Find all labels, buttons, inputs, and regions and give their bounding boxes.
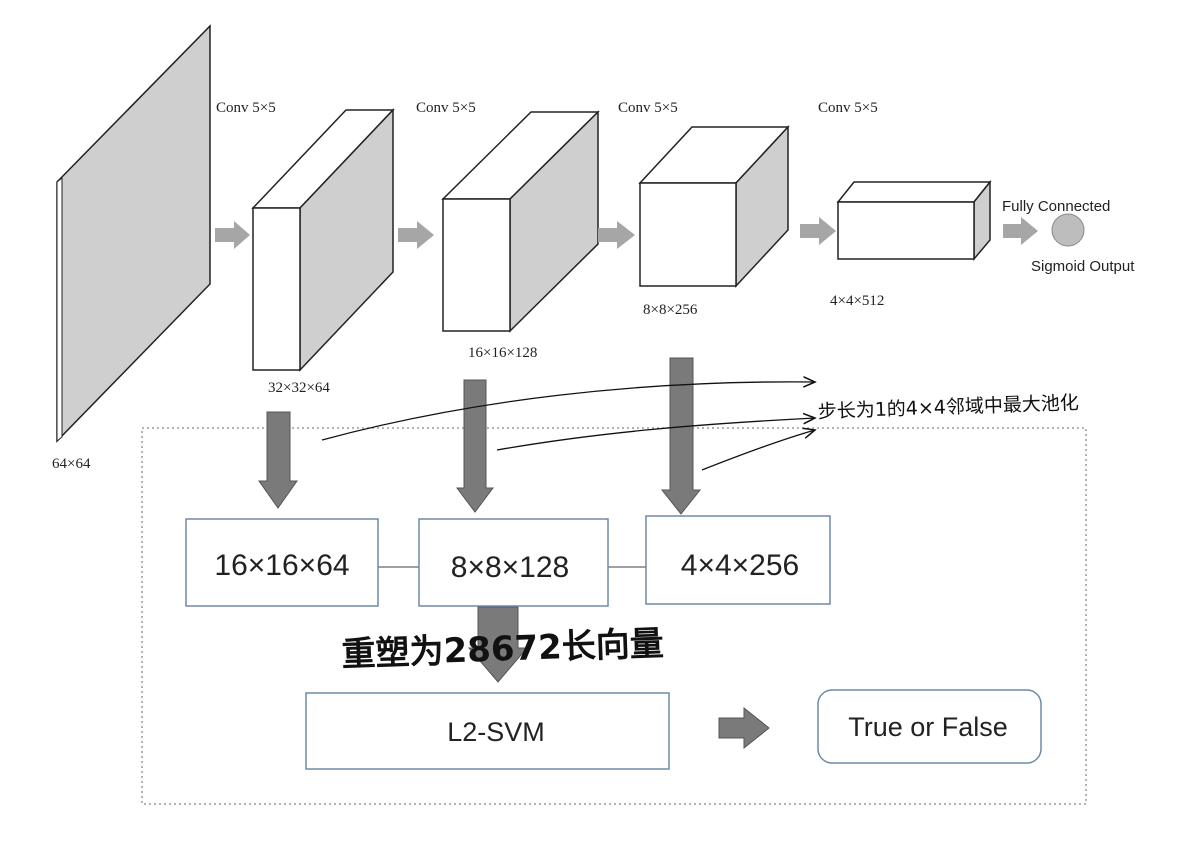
pool-arrow-2: [456, 379, 494, 513]
reshape-note: 重塑为28672长向量: [341, 624, 664, 675]
flow-arrow-3: [598, 221, 635, 249]
pooling-note: 步长为1的4×4邻域中最大池化: [817, 392, 1079, 423]
feature-size-label-3: 8×8×256: [643, 302, 698, 318]
feature-block-2: [441, 110, 600, 333]
discriminator-container: [141, 427, 1087, 805]
flow-arrow-5: [1003, 217, 1038, 245]
feature-block-3: [638, 125, 790, 288]
feature-block-4: [836, 179, 992, 262]
feature-size-label-2: 16×16×128: [468, 345, 537, 361]
flow-arrow-2: [398, 221, 434, 249]
pooled-size-2: 8×8×128: [451, 551, 569, 584]
svm-label: L2-SVM: [447, 717, 545, 747]
sigmoid-node: [1051, 213, 1085, 247]
result-label: True or False: [848, 712, 1008, 742]
reshape-arrow: [467, 606, 529, 683]
pooled-box-2: [418, 518, 609, 607]
conv-label-3: Conv 5×5: [618, 100, 678, 116]
result-arrow: [718, 706, 770, 750]
annotation-curve-2: [496, 418, 815, 451]
pool-arrow-1: [258, 411, 298, 509]
pool-arrow-3: [660, 357, 702, 515]
fully-connected-label: Fully Connected: [1002, 198, 1110, 215]
input-size-label: 64×64: [52, 456, 91, 472]
input-plane: [56, 24, 211, 443]
feature-block-1: [251, 108, 395, 372]
annotation-curve-1: [321, 382, 815, 441]
conv-label-1: Conv 5×5: [216, 100, 276, 116]
flow-arrow-4: [800, 217, 836, 245]
result-box: [817, 689, 1042, 764]
flow-arrows: [215, 217, 1038, 249]
svm-box: [305, 692, 670, 770]
conv-label-2: Conv 5×5: [416, 100, 476, 116]
conv-label-4: Conv 5×5: [818, 100, 878, 116]
pooling-arrows: [258, 357, 702, 683]
pooled-size-3: 4×4×256: [681, 549, 799, 582]
feature-size-label-1: 32×32×64: [268, 380, 330, 396]
pooled-box-3: [645, 515, 831, 605]
annotation-curves: [321, 382, 815, 471]
sigmoid-output-label: Sigmoid Output: [1031, 258, 1135, 275]
flow-arrow-1: [215, 221, 250, 249]
feature-size-label-4: 4×4×512: [830, 293, 884, 309]
annotation-curve-3: [701, 430, 815, 471]
pooled-box-1: [185, 518, 379, 607]
pooled-size-1: 16×16×64: [214, 549, 349, 582]
